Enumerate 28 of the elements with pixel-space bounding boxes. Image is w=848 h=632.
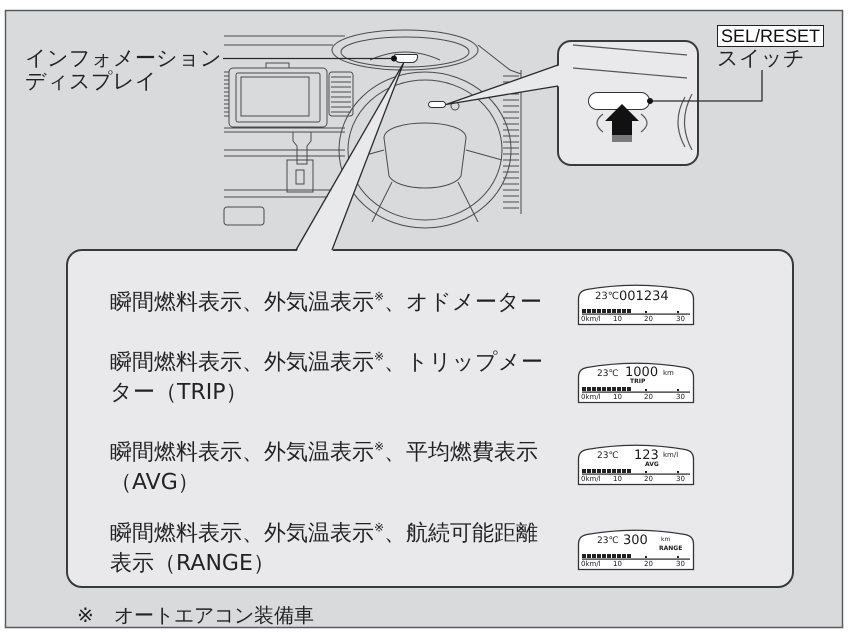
detail-inset — [557, 40, 699, 166]
temperature-reading: 23℃ — [595, 292, 619, 302]
callout-label: インフォメーションディスプレイ — [25, 47, 223, 93]
switch-name-label: SEL/RESET — [717, 25, 824, 47]
range-reading: 300 — [623, 534, 648, 547]
callout-panel — [66, 249, 794, 588]
lcd-screen — [577, 527, 695, 571]
callout-wedge — [445, 64, 560, 106]
switch — [428, 101, 446, 108]
callout-label: スイッチ — [717, 47, 805, 70]
mode-description: 瞬間燃料表示、外気温表示$^{※}$、トリップメーター（TRIP） — [110, 348, 544, 407]
trip-reading: 1000 — [625, 366, 658, 379]
lcd-screen — [577, 360, 695, 404]
mode-description: 瞬間燃料表示、外気温表示$^{※}$、オドメーター — [110, 288, 544, 317]
mode-description: 瞬間燃料表示、外気温表示$^{※}$、航続可能距離表示（RANGE） — [110, 520, 540, 578]
lcd-screen — [577, 282, 695, 326]
average-reading: 123 — [634, 449, 659, 462]
odometer-reading: 001234 — [619, 290, 669, 303]
callout-wedge — [295, 62, 404, 252]
footnote: ※ オートエアコン装備車 — [77, 603, 314, 627]
temperature-reading: 23℃ — [597, 452, 619, 461]
temperature-reading: 23℃ — [597, 537, 619, 546]
mode-description: 瞬間燃料表示、外気温表示$^{※}$、平均燃費表示（AVG） — [110, 438, 540, 497]
lcd-screen — [577, 442, 695, 486]
leader-line — [223, 56, 397, 62]
switch — [588, 92, 650, 110]
leader-line — [647, 70, 763, 104]
temperature-reading: 23℃ — [597, 370, 619, 379]
